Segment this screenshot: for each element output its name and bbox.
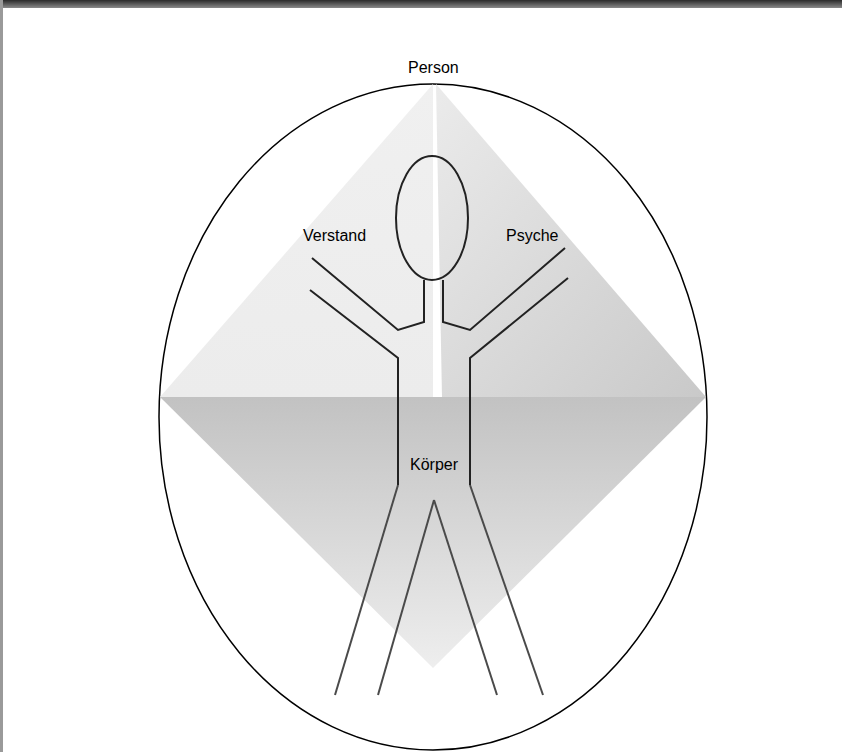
node-label: Verstand (303, 227, 366, 245)
person-ellipse: PersonVerstand PsycheKörper (158, 56, 708, 752)
psyche-triangle: Psyche (436, 84, 706, 397)
node-label: Person (408, 59, 459, 77)
node-label: Psyche (506, 227, 558, 245)
verstand-triangle: Verstand (160, 84, 433, 397)
koerper-triangle-outline (160, 397, 706, 668)
stick-figure (158, 56, 708, 752)
verstand-triangle-outline (160, 84, 433, 397)
psyche-triangle-outline (436, 84, 706, 397)
node-label: Körper (410, 456, 458, 474)
koerper-triangle: Körper (160, 397, 706, 668)
